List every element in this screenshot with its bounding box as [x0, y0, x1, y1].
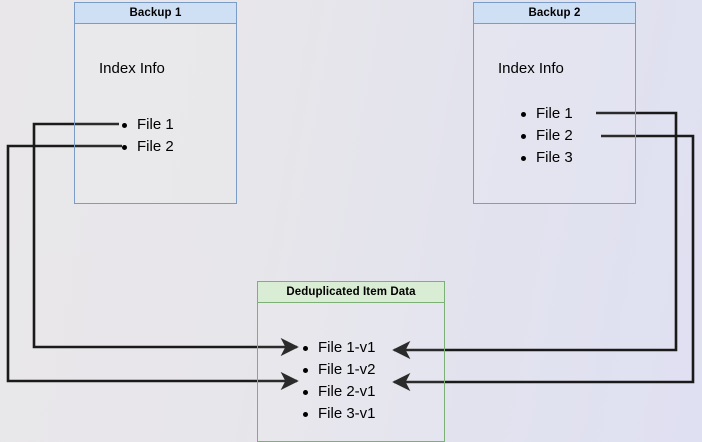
connector-backup2-file2-to-file2v1: [392, 134, 695, 392]
deduplicated-item-data-title: Deduplicated Item Data: [286, 286, 416, 298]
backup-2-file-list: File 1 File 2 File 3: [519, 103, 573, 169]
list-item[interactable]: File 2-v1: [301, 381, 376, 403]
backup-2-index-info-label: Index Info: [498, 60, 564, 77]
deduplicated-item-data-header[interactable]: Deduplicated Item Data: [257, 281, 445, 303]
connector-backup1-file1-to-file1v1: [32, 122, 299, 357]
list-item[interactable]: File 1-v2: [301, 359, 376, 381]
backup-1-index-info-label: Index Info: [99, 60, 165, 77]
backup-1-title: Backup 1: [129, 7, 182, 19]
connector-backup1-file2-to-file2v1: [6, 144, 299, 391]
deduplicated-item-data-box[interactable]: [257, 281, 445, 442]
backup-2-title: Backup 2: [528, 7, 581, 19]
list-item[interactable]: File 1: [120, 114, 174, 136]
backup-2-box[interactable]: [473, 2, 636, 204]
list-item[interactable]: File 1-v1: [301, 337, 376, 359]
backup-1-box[interactable]: [74, 2, 237, 204]
connector-backup2-file1-to-file1v2: [392, 111, 678, 360]
list-item[interactable]: File 2: [519, 125, 573, 147]
backup-2-header[interactable]: Backup 2: [473, 2, 636, 24]
list-item[interactable]: File 2: [120, 136, 174, 158]
backup-1-header[interactable]: Backup 1: [74, 2, 237, 24]
list-item[interactable]: File 3-v1: [301, 403, 376, 425]
deduplicated-item-data-file-list: File 1-v1 File 1-v2 File 2-v1 File 3-v1: [301, 337, 376, 425]
list-item[interactable]: File 1: [519, 103, 573, 125]
backup-1-file-list: File 1 File 2: [120, 114, 174, 158]
list-item[interactable]: File 3: [519, 147, 573, 169]
